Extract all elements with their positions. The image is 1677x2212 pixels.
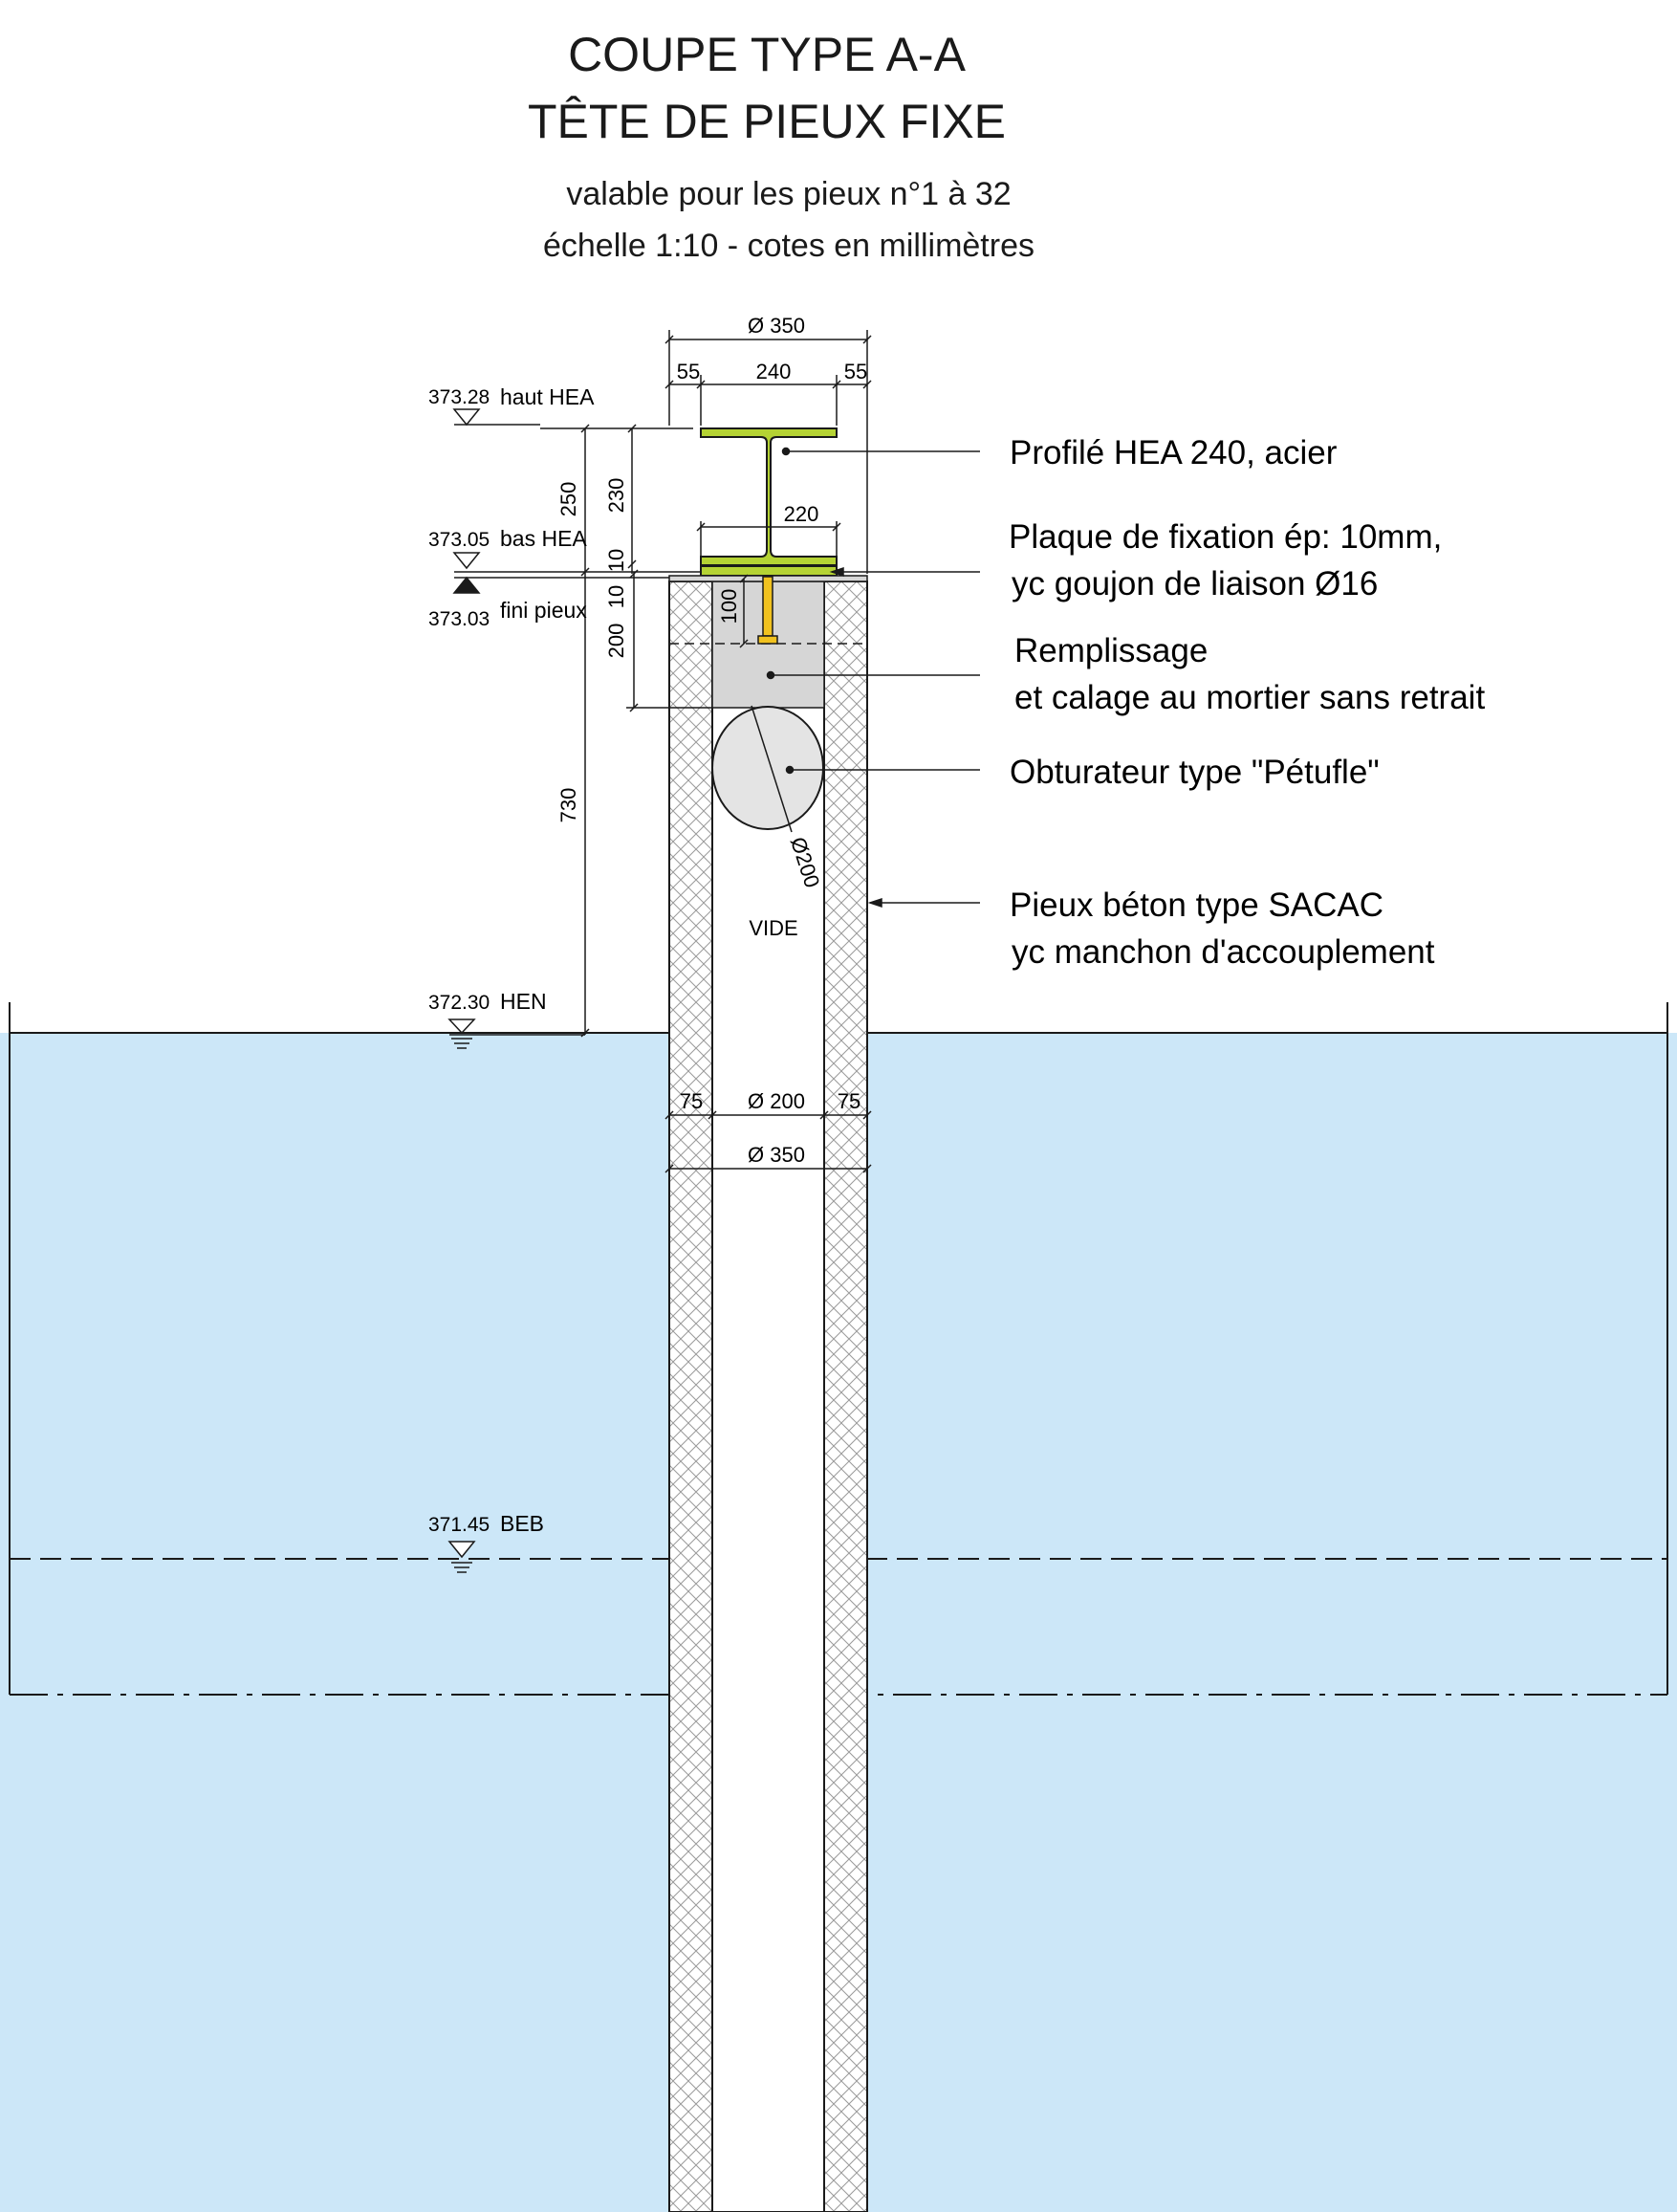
dim-lower-right: 75 [838, 1089, 860, 1113]
dim-v-200: 200 [604, 624, 628, 659]
level-value-hen: 372.30 [428, 992, 490, 1014]
obturator-disc [711, 706, 824, 830]
title-line-2: TÊTE DE PIEUX FIXE [528, 95, 1006, 148]
dim-top-diameter: Ø 350 [748, 314, 805, 338]
level-name-hen: HEN [500, 989, 547, 1014]
callout-mortar-line-1: Remplissage [1014, 632, 1208, 669]
dim-top-mid: 240 [756, 360, 792, 383]
callout-mortar-line-2: et calage au mortier sans retrait [1014, 679, 1485, 716]
dim-lower-diameter: Ø 350 [748, 1143, 805, 1167]
level-name-fini-pieux: fini pieux [500, 598, 587, 623]
level-marker-373-28 [452, 408, 540, 427]
subtitle-line-1: valable pour les pieux n°1 à 32 [566, 176, 1011, 212]
dim-lower [664, 1100, 872, 1173]
dim-lower-left: 75 [680, 1089, 703, 1113]
callout-plate-line-2: yc goujon de liaison Ø16 [1012, 565, 1378, 602]
level-name-haut-hea: haut HEA [500, 384, 595, 409]
dim-vertical [449, 424, 749, 1038]
dim-v-230: 230 [604, 478, 628, 514]
obturator-diameter-line [751, 705, 793, 833]
dim-top-right: 55 [844, 360, 867, 383]
pile-wall-right [823, 580, 868, 2212]
level-name-beb: BEB [500, 1511, 544, 1536]
title-line-1: COUPE TYPE A-A [568, 28, 967, 81]
callout-leaders [766, 447, 980, 909]
hea-profile [700, 427, 838, 566]
dim-v-10b: 10 [604, 585, 628, 608]
level-marker-371-45 [447, 1541, 476, 1573]
callout-plate-line-1: Plaque de fixation ép: 10mm, [1009, 518, 1442, 556]
level-marker-373-05 [452, 552, 540, 573]
callout-pile-line-2: yc manchon d'accouplement [1012, 933, 1435, 971]
dim-v-10a: 10 [604, 549, 628, 572]
dim-v-250: 250 [556, 482, 580, 517]
dim-stud-depth: 100 [717, 589, 741, 624]
callout-pile-line-1: Pieux béton type SACAC [1010, 887, 1383, 924]
dim-top-left: 55 [677, 360, 700, 383]
dim-top [664, 330, 872, 574]
callout-hea-profile: Profilé HEA 240, acier [1010, 434, 1338, 471]
level-value-beb: 371.45 [428, 1514, 490, 1536]
connection-stud [762, 576, 773, 637]
callout-obturator: Obturateur type "Pétufle" [1010, 754, 1380, 791]
level-value-fini-pieux: 373.03 [428, 608, 490, 630]
void-label: VIDE [749, 916, 797, 940]
dim-v-730: 730 [556, 788, 580, 823]
subtitle-line-2: échelle 1:10 - cotes en millimètres [543, 228, 1035, 264]
stud-head [757, 635, 778, 645]
base-plate [700, 565, 838, 577]
pile-void [711, 580, 825, 2212]
level-value-bas-hea: 373.05 [428, 529, 490, 551]
level-name-bas-hea: bas HEA [500, 526, 587, 551]
level-marker-372-30 [447, 1018, 476, 1049]
dim-lower-mid: Ø 200 [748, 1089, 805, 1113]
level-marker-373-03 [452, 576, 540, 594]
level-value-haut-hea: 373.28 [428, 386, 490, 408]
dim-plate-width: 220 [784, 502, 819, 526]
pile-wall-left [668, 580, 713, 2212]
